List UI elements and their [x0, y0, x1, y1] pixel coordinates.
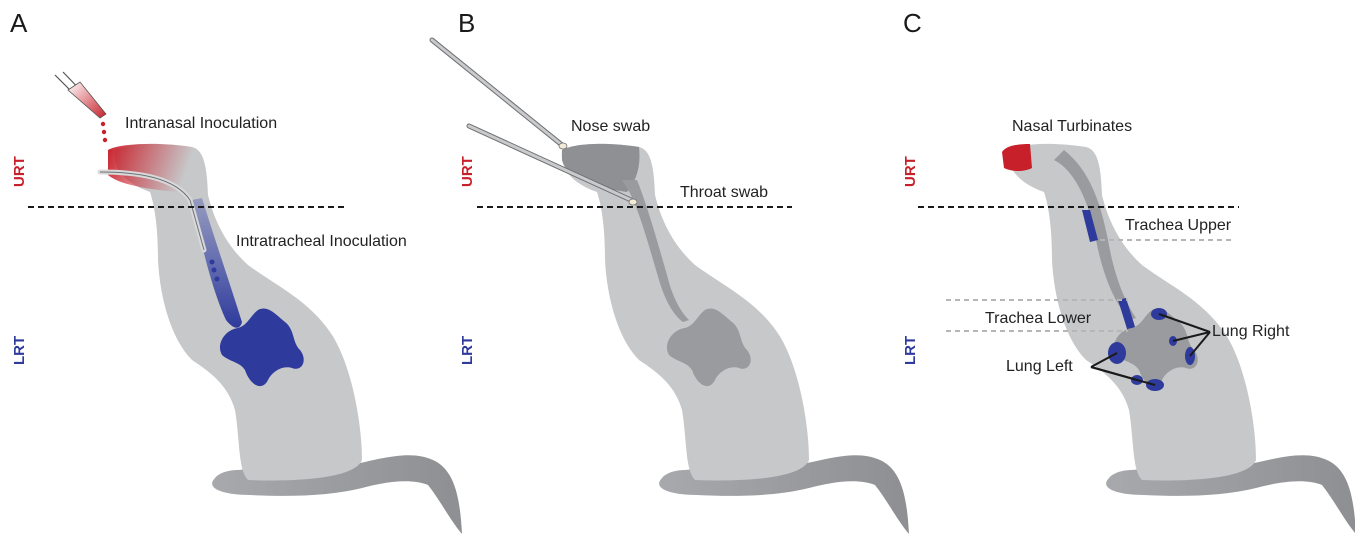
urt-label: URT	[902, 156, 919, 187]
panel-a-letter: A	[10, 8, 28, 38]
panel-c-letter: C	[903, 8, 922, 38]
lrt-label: LRT	[459, 336, 476, 365]
pipette-icon	[55, 72, 107, 142]
lrt-label: LRT	[11, 336, 28, 365]
urt-label: URT	[459, 156, 476, 187]
trachea-upper-label: Trachea Upper	[1125, 217, 1232, 234]
intranasal-inoculation-label: Intranasal Inoculation	[125, 115, 277, 132]
panel-c: URT LRT Nasal Turbinates Trachea Upper T…	[902, 118, 1355, 534]
nasal-turbinates-label: Nasal Turbinates	[1012, 118, 1132, 135]
nasal-turbinates-tissue	[1002, 144, 1032, 171]
nose-swab-label: Nose swab	[571, 118, 650, 135]
urt-label: URT	[11, 156, 28, 187]
trachea-lower-label: Trachea Lower	[985, 310, 1092, 327]
droplet	[215, 277, 220, 282]
panel-b: URT LRT Nose swab Throat swab	[432, 40, 909, 534]
panel-b-letter: B	[458, 8, 475, 38]
intratracheal-inoculation-label: Intratracheal Inoculation	[236, 233, 407, 250]
droplet	[212, 268, 217, 273]
panel-a: URT LRT Intranasal Inoculation Intratrac…	[11, 72, 462, 534]
lung-left-label: Lung Left	[1006, 358, 1073, 375]
throat-swab-label: Throat swab	[680, 184, 768, 201]
droplet	[210, 260, 215, 265]
swab-icon	[432, 40, 567, 149]
nasal-inoculum-region	[108, 144, 193, 192]
lrt-label: LRT	[902, 336, 919, 365]
lung-right-label: Lung Right	[1212, 323, 1290, 340]
